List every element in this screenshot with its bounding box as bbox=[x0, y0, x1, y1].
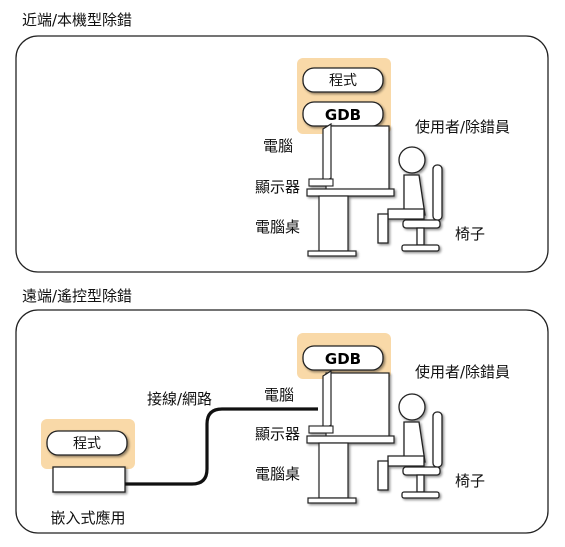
embedded-device-icon bbox=[52, 466, 126, 493]
remote-desk-icon bbox=[306, 435, 395, 504]
remote-computer-icon bbox=[308, 369, 390, 442]
local-monitor-label: 顯示器 bbox=[255, 178, 300, 196]
local-chair-icon bbox=[401, 164, 443, 252]
remote-gdb-box bbox=[302, 345, 384, 371]
remote-section-title: 遠端/遙控型除錯 bbox=[22, 287, 132, 305]
remote-chair-icon bbox=[401, 411, 443, 499]
cable-connection bbox=[125, 407, 318, 486]
embedded-program-box bbox=[46, 430, 128, 456]
cable-label: 接線/網路 bbox=[147, 390, 212, 408]
remote-computer-label: 電腦 bbox=[264, 386, 294, 404]
remote-user-label: 使用者/除錯員 bbox=[415, 363, 510, 381]
remote-chair-label: 椅子 bbox=[455, 472, 485, 490]
remote-panel bbox=[15, 309, 549, 534]
local-computer-icon bbox=[308, 122, 390, 195]
local-gdb-label: GDB bbox=[325, 106, 361, 124]
remote-user-icon bbox=[377, 393, 426, 491]
local-user-label: 使用者/除錯員 bbox=[415, 118, 510, 136]
embedded-program-label: 程式 bbox=[73, 436, 101, 452]
local-desk-icon bbox=[306, 188, 395, 257]
local-user-icon bbox=[377, 146, 426, 244]
embedded-label: 嵌入式應用 bbox=[50, 509, 125, 527]
local-debug-section: 近端/本機型除錯 程式 GDB bbox=[15, 11, 549, 273]
local-program-box bbox=[302, 67, 384, 93]
local-computer-label: 電腦 bbox=[263, 137, 293, 155]
local-program-label: 程式 bbox=[329, 73, 357, 89]
remote-desk-label: 電腦桌 bbox=[255, 465, 300, 483]
remote-gdb-label: GDB bbox=[325, 350, 361, 368]
remote-debug-section: 遠端/遙控型除錯 GDB 程式 嵌入式應用 接線/網路 bbox=[15, 287, 549, 534]
local-section-title: 近端/本機型除錯 bbox=[22, 11, 132, 29]
local-chair-label: 椅子 bbox=[455, 225, 485, 243]
remote-monitor-label: 顯示器 bbox=[255, 425, 300, 443]
local-desk-label: 電腦桌 bbox=[255, 218, 300, 236]
